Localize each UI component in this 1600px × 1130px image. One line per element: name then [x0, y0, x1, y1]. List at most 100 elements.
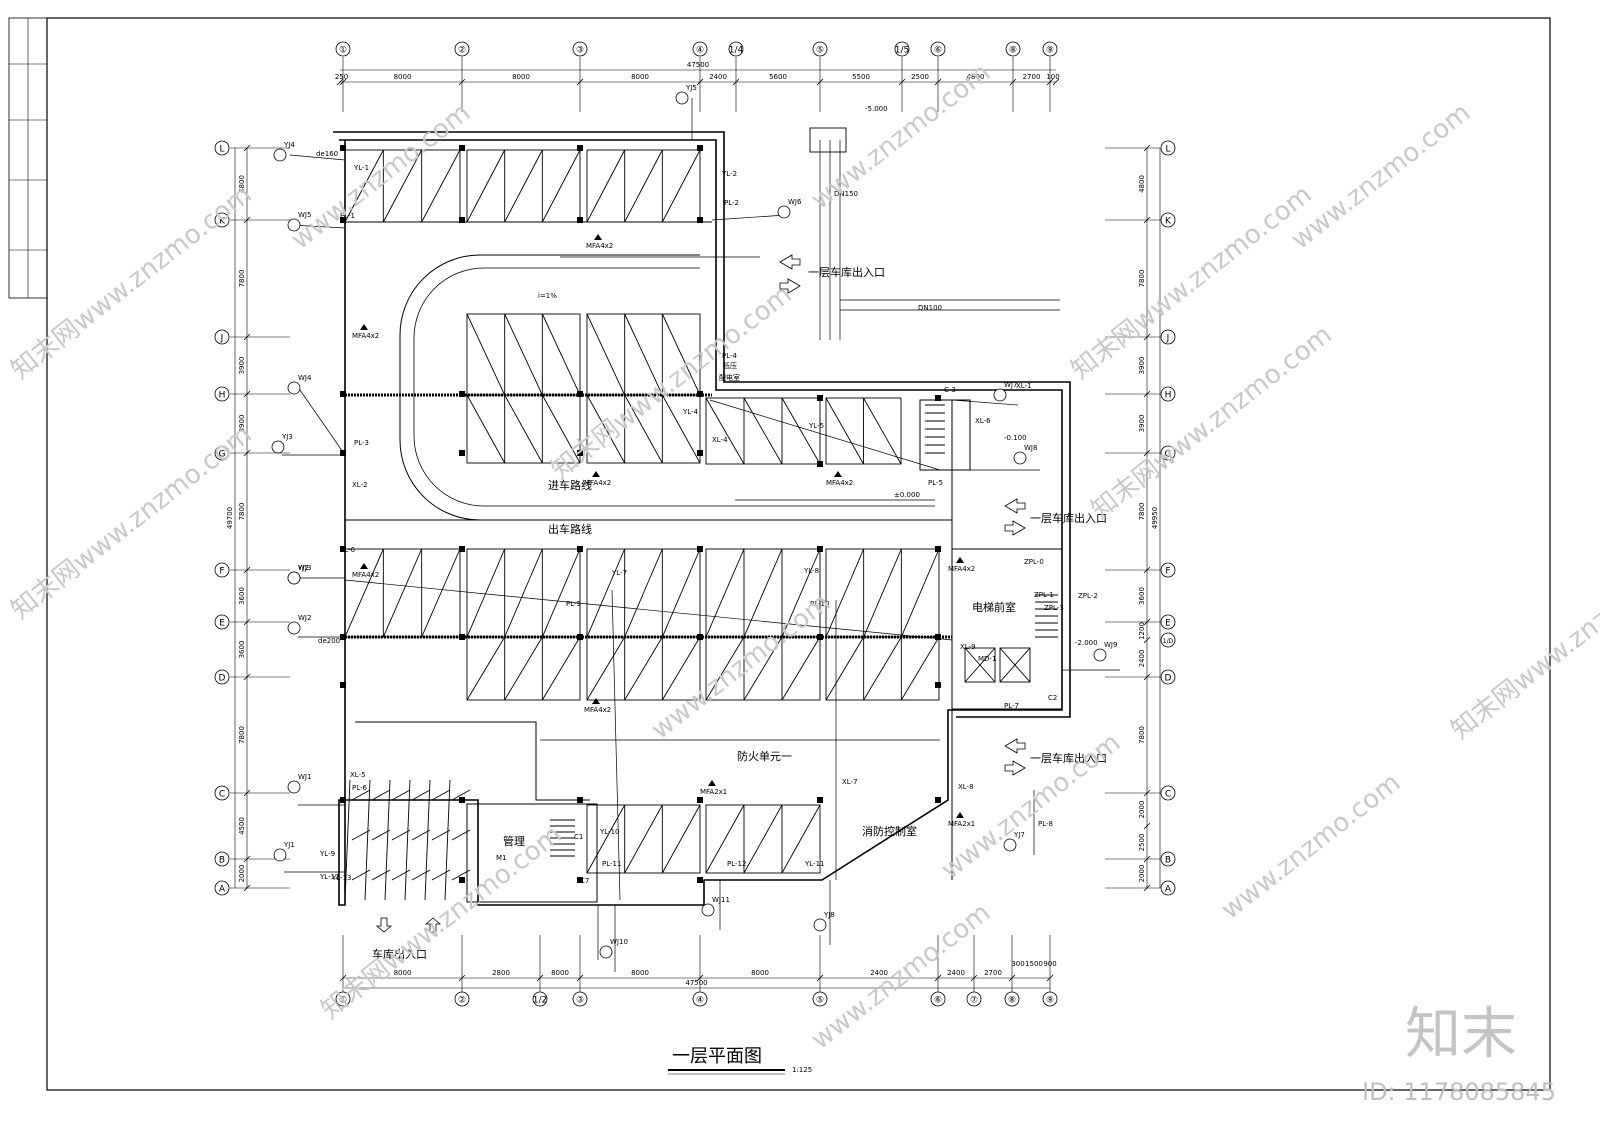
grid-bubble-right	[1160, 851, 1176, 867]
pipe-label: XL-5	[350, 771, 366, 779]
annotation: -5.000	[865, 105, 888, 113]
grid-bubble-bottom	[335, 991, 351, 1007]
grid-label-right: K	[1165, 217, 1172, 227]
extinguisher-label: MFA4x2	[584, 479, 611, 487]
well-label: WJ2	[298, 614, 311, 622]
pipe-label: XL-6	[975, 417, 991, 425]
grid-label-right: G	[1165, 450, 1172, 460]
pipe-label: XL-2	[352, 481, 368, 489]
dimension-text: 2000	[1138, 801, 1146, 819]
extinguisher-label: MFA4x2	[826, 479, 853, 487]
dimension-text: 8000	[551, 969, 569, 977]
dimension-text: 2700	[1023, 73, 1041, 81]
annotation: -2.000	[1075, 639, 1098, 647]
grid-bubble-bottom	[454, 991, 470, 1007]
grid-label-left: L	[219, 145, 224, 155]
pipe-label: ZPL-0	[1024, 558, 1044, 566]
garage-entrance-label-1: 一层车库出入口	[808, 265, 885, 279]
well-marker	[273, 148, 287, 162]
route-label-exit: 出车路线	[548, 522, 592, 536]
watermark-id: ID: 1178085845	[1362, 1078, 1556, 1106]
pipe-label: XL-8	[958, 783, 974, 791]
pipe-label: PL-2	[724, 199, 739, 207]
dimension-text: 7800	[238, 503, 246, 521]
pipe-label: YL-4	[682, 408, 699, 416]
entrance-arrows	[375, 254, 1026, 933]
grid-label-right: B	[1165, 856, 1171, 866]
garage-entrance-label-3: 一层车库出入口	[1030, 751, 1107, 765]
grid-bubble-left	[214, 785, 230, 801]
dimension-text: 2500	[1138, 834, 1146, 852]
annotation: -0.100	[1004, 434, 1027, 442]
annotation: C1	[574, 833, 583, 841]
dimension-text: 7800	[238, 270, 246, 288]
dimension-text: 5500	[852, 73, 870, 81]
extinguisher-label: MFA4x2	[948, 565, 975, 573]
watermark-text: www.znzmo.com	[806, 58, 996, 216]
pipe-label: YL-6	[339, 546, 356, 554]
grid-label-left: K	[219, 217, 226, 227]
fire-control-room-label: 消防控制室	[862, 824, 917, 838]
extinguisher-label: MFA2x1	[948, 820, 975, 828]
extinguisher-marker	[592, 471, 600, 477]
dimension-text: 4800	[238, 175, 246, 193]
drawing-frame	[46, 17, 1551, 1091]
dimension-text: 8000	[631, 73, 649, 81]
well-label: WJ3	[298, 564, 311, 572]
grid-bubble-bottom	[930, 991, 946, 1007]
well-marker	[287, 780, 301, 794]
dimension-text: 8000	[751, 969, 769, 977]
grid-bubble-top	[728, 41, 744, 57]
elevator-lobby-label: 电梯前室	[972, 600, 1016, 614]
dimension-text: 2700	[984, 969, 1002, 977]
extinguisher-marker	[834, 471, 842, 477]
dimension-text: 3900	[1138, 415, 1146, 433]
grid-label-bottom: ④	[696, 996, 704, 1006]
inspection-wells: YJ5YJ4WJ5WJ4YJ3YJ2WJ3WJ2WJ1YJ1WJ6WJ7WJ8W…	[271, 84, 1117, 959]
pipe-label: YL-5	[808, 422, 824, 430]
annotation: MD-1	[978, 655, 996, 663]
grid-label-left: A	[219, 885, 226, 895]
grid-bubble-top	[930, 41, 946, 57]
grid-bubble-top	[454, 41, 470, 57]
well-label: WJ6	[788, 198, 802, 206]
well-label: WJ11	[712, 896, 730, 904]
dimension-text: 4800	[1138, 175, 1146, 193]
well-marker	[287, 381, 301, 395]
grid-label-top: ①	[339, 46, 347, 56]
dimension-text: 2400	[709, 73, 727, 81]
grid-bubble-bottom	[1004, 991, 1020, 1007]
grid-label-bottom: ⑤	[816, 996, 824, 1006]
dimension-text: 3600	[238, 641, 246, 659]
grid-label-bottom: ③	[576, 996, 584, 1006]
extinguisher-marker	[708, 780, 716, 786]
well-marker	[599, 945, 613, 959]
grid-label-left: B	[219, 856, 225, 866]
grid-bubble-bottom	[1042, 991, 1058, 1007]
pipe-label: YL-11	[804, 860, 825, 868]
entry-ramp-loop	[399, 254, 935, 521]
well-marker	[813, 918, 827, 932]
watermark-text: www.znzmo.com	[806, 898, 996, 1056]
grid-label-top: ④	[696, 46, 704, 56]
grid-bubble-right	[1160, 880, 1176, 896]
grid-bubble-left	[214, 880, 230, 896]
grid-label-top: ③	[576, 46, 584, 56]
grid-bubble-right	[1160, 614, 1176, 630]
grid-bubble-top	[335, 41, 351, 57]
dimension-text: 900	[1043, 960, 1056, 968]
watermark-text: 知末网www.znzmo.com	[6, 180, 258, 386]
grid-label-bottom: 1/2	[533, 996, 547, 1006]
well-label: WJ4	[298, 374, 312, 382]
grid-label-top: ②	[458, 46, 466, 56]
grid-bubble-bottom	[532, 991, 548, 1007]
well-marker	[1093, 648, 1107, 662]
pipe-label: PL-9	[566, 600, 581, 608]
structural-columns	[340, 145, 941, 883]
pipe-label: PL-11	[602, 860, 621, 868]
well-label: YJ4	[283, 141, 295, 149]
extinguisher-label: MFA4x2	[586, 242, 613, 250]
well-marker	[993, 388, 1007, 402]
grid-bubble-right	[1160, 329, 1176, 345]
